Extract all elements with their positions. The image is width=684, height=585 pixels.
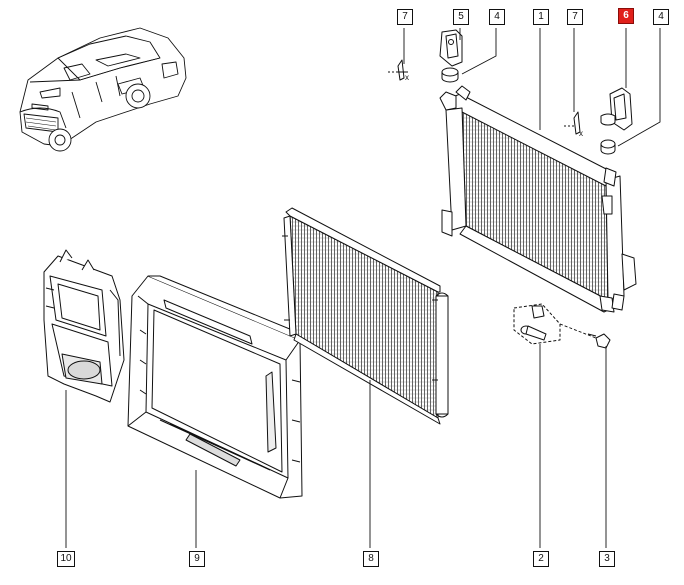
upper-mount-right-group	[573, 87, 633, 155]
upper-mount-left-group	[396, 29, 463, 83]
callout-6-highlighted[interactable]: 6	[618, 8, 634, 24]
leader-lines	[65, 28, 661, 548]
callout-9[interactable]: 9	[189, 551, 205, 567]
x-marker-left: x	[405, 73, 409, 82]
callout-2[interactable]: 2	[533, 551, 549, 567]
callout-4-left[interactable]: 4	[489, 9, 505, 25]
x-marker-right: x	[579, 129, 583, 138]
callout-5[interactable]: 5	[453, 9, 469, 25]
callout-8[interactable]: 8	[363, 551, 379, 567]
callout-3[interactable]: 3	[599, 551, 615, 567]
vehicle-illustration	[19, 27, 187, 152]
callout-7-right[interactable]: 7	[567, 9, 583, 25]
part-1-radiator	[439, 85, 637, 313]
callout-1[interactable]: 1	[533, 9, 549, 25]
part-8-condenser	[282, 207, 449, 425]
callout-10[interactable]: 10	[57, 551, 75, 567]
lower-mount-group	[513, 303, 611, 349]
part-10-air-guide	[43, 249, 125, 403]
part-9-radiator-frame	[127, 275, 303, 499]
callout-4-right[interactable]: 4	[653, 9, 669, 25]
callout-7-left[interactable]: 7	[397, 9, 413, 25]
